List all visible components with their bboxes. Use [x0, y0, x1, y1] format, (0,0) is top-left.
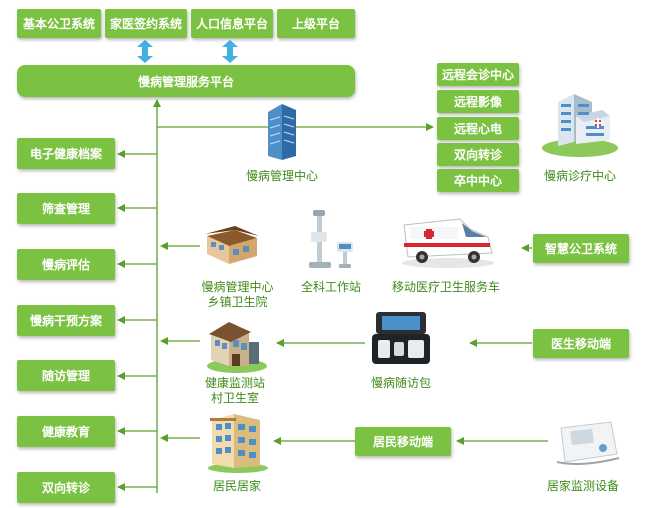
module-follow-up: 随访管理: [17, 360, 115, 391]
module-assessment: 慢病评估: [17, 249, 115, 280]
top-system-family-doctor: 家医签约系统: [105, 9, 187, 38]
module-referral: 双向转诊: [17, 472, 115, 503]
double-arrow-right: [222, 40, 238, 63]
label-station-line1: 健康监测站: [204, 376, 265, 390]
label-township-line1: 慢病管理中心: [201, 280, 274, 294]
module-intervention: 慢病干预方案: [17, 305, 115, 336]
module-health-education: 健康教育: [17, 416, 115, 447]
blood-pressure-monitor-icon: [556, 421, 620, 466]
label-workstation: 全科工作站: [300, 280, 361, 294]
label-station-line2: 村卫生室: [210, 391, 259, 405]
top-system-public-health: 基本公卫系统: [17, 9, 101, 38]
top-system-population: 人口信息平台: [191, 9, 273, 38]
hospital-icon: [542, 94, 618, 157]
label-diagnosis-center: 慢病诊疗中心: [543, 169, 616, 183]
workstation-icon: [309, 210, 353, 268]
ambulance-icon: [402, 218, 494, 268]
service-remote-imaging: 远程影像: [437, 90, 519, 113]
platform-bar: 慢病管理服务平台: [17, 65, 355, 97]
service-referral: 双向转诊: [437, 143, 519, 166]
follow-up-bag-icon: [372, 312, 430, 364]
doctor-mobile-box: 医生移动端: [533, 329, 629, 358]
office-tower-icon: [268, 104, 296, 160]
module-health-records: 电子健康档案: [17, 138, 115, 169]
service-remote-consult: 远程会诊中心: [437, 63, 519, 86]
service-remote-ecg: 远程心电: [437, 117, 519, 140]
village-clinic-icon: [207, 322, 267, 373]
double-arrow-left: [137, 40, 153, 63]
resident-mobile-box: 居民移动端: [355, 427, 451, 456]
label-township-line2: 乡镇卫生院: [207, 295, 268, 309]
label-vehicle: 移动医疗卫生服务车: [391, 280, 500, 294]
label-resident-home: 居民居家: [212, 479, 261, 493]
label-management-center: 慢病管理中心: [245, 169, 318, 183]
top-system-superior: 上级平台: [277, 9, 355, 38]
resident-home-icon: [208, 414, 268, 473]
smart-public-health-box: 智慧公卫系统: [533, 234, 629, 263]
module-screening: 筛查管理: [17, 193, 115, 224]
label-follow-up-bag: 慢病随访包: [370, 376, 431, 390]
township-hospital-icon: [205, 226, 259, 264]
label-home-device: 居家监测设备: [546, 479, 619, 493]
service-stroke-center: 卒中中心: [437, 169, 519, 192]
